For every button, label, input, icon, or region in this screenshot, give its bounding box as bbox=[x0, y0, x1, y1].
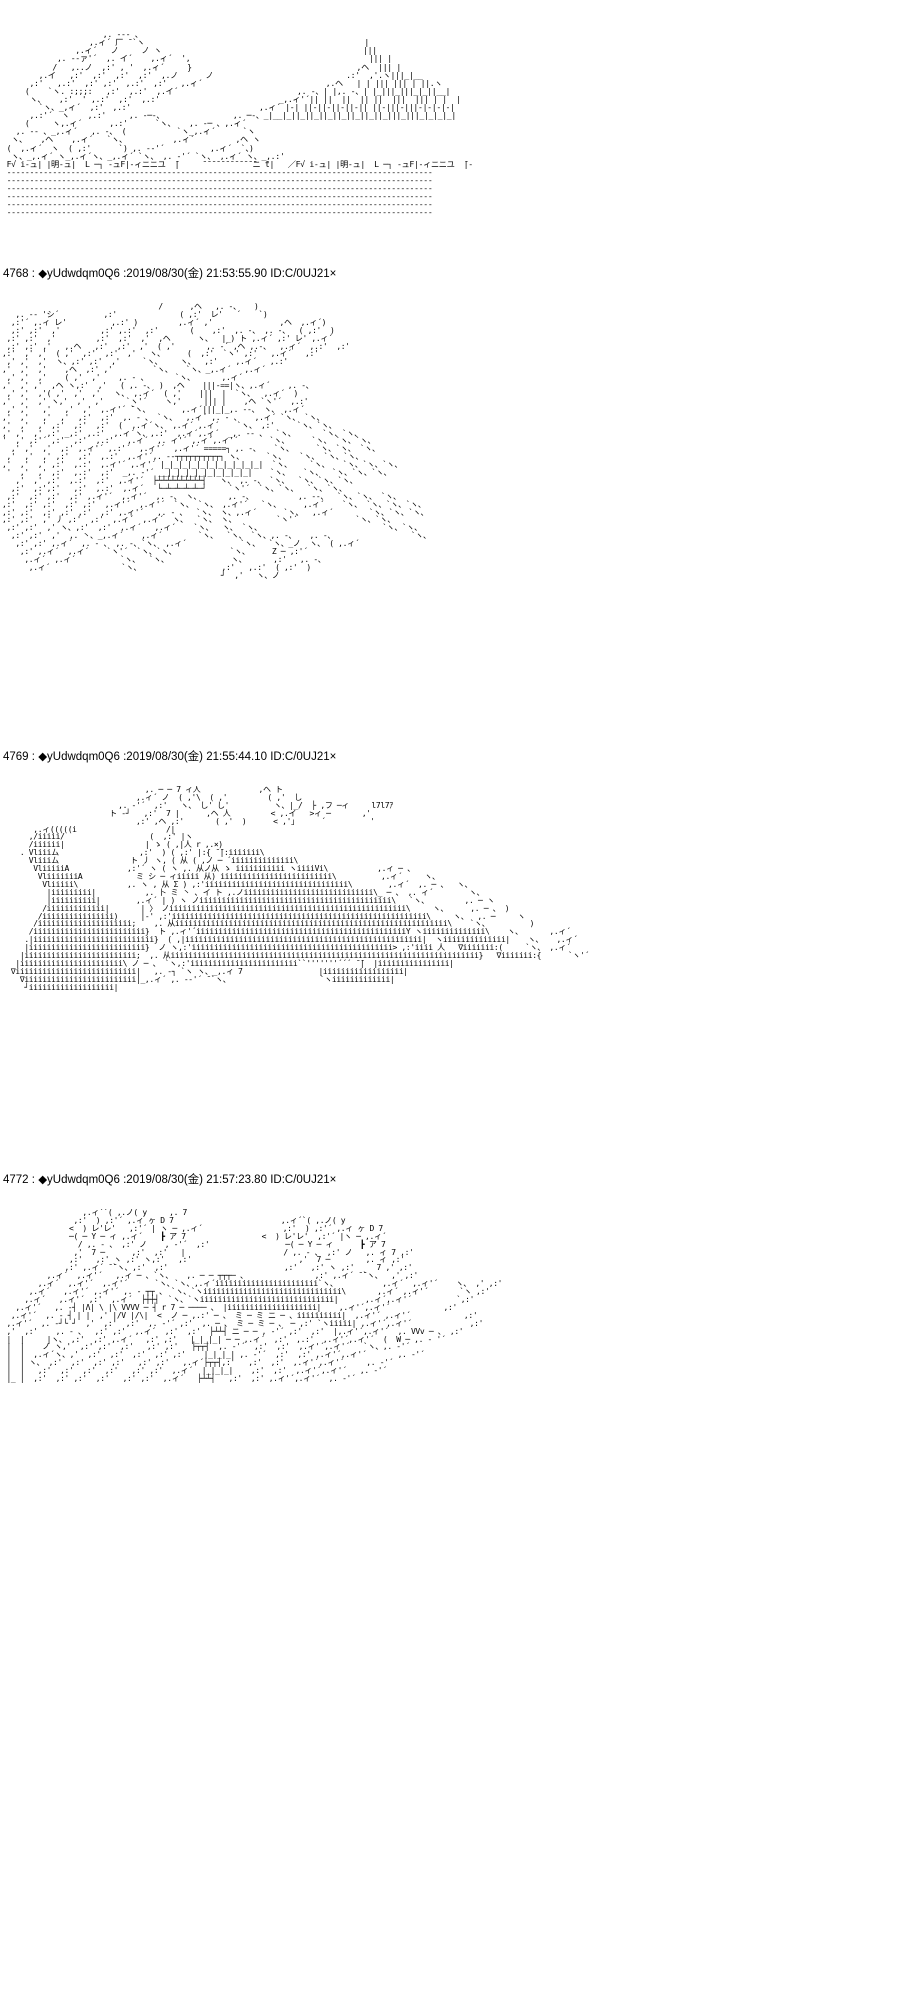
art-region-castle-clouds: ,. -‐- 、 ,.ィ´ 厂 ̄ `ヽ | ,.ィ´ ノ ノ ヽ bbox=[0, 0, 910, 267]
post-number[interactable]: 4772 bbox=[3, 1174, 29, 1186]
post-author-tripcode[interactable]: ◆yUdwdqm0Q6 bbox=[38, 1174, 120, 1186]
post-time: 21:53:55.90 bbox=[206, 268, 267, 280]
post-block-4768: 4768 : ◆yUdwdqm0Q6 :2019/08/30(金) 21:53:… bbox=[0, 267, 910, 750]
art-region-battle-mecha: / ,ヘ ,. -、 ) ,. -‐ 'シ´ ,:' ( ,:' レ' ´ `)… bbox=[0, 283, 910, 750]
ascii-art-seated-figure-landscape-scene: ,. ─ ─ 7 ィ人 ,ヘ ト ,.ィ´ ノ ( ,'\ ( ,' ( ,' … bbox=[10, 786, 590, 992]
header-separator-2: : bbox=[119, 1174, 127, 1186]
ascii-art-twin-characters-scene: ,.ィ´`( ,.ノ( y ,. 7 ,:' ) ,:'´ ,.ィ ヶ D 7 … bbox=[6, 1209, 503, 1383]
header-separator-2: : bbox=[119, 751, 127, 763]
post-user-id-suffix: × bbox=[329, 1174, 337, 1186]
post-user-id: ID:C/0UJ21 bbox=[270, 1174, 330, 1186]
post-header-4769[interactable]: 4769 : ◆yUdwdqm0Q6 :2019/08/30(金) 21:55:… bbox=[0, 750, 910, 766]
post-header-4772[interactable]: 4772 : ◆yUdwdqm0Q6 :2019/08/30(金) 21:57:… bbox=[0, 1173, 910, 1189]
post-block-4772: 4772 : ◆yUdwdqm0Q6 :2019/08/30(金) 21:57:… bbox=[0, 1173, 910, 1561]
art-region-twin-characters: ,.ィ´`( ,.ノ( y ,. 7 ,:' ) ,:'´ ,.ィ ヶ D 7 … bbox=[0, 1189, 910, 1561]
post-number[interactable]: 4768 bbox=[3, 268, 29, 280]
post-author-tripcode[interactable]: ◆yUdwdqm0Q6 bbox=[38, 751, 120, 763]
post-number[interactable]: 4769 bbox=[3, 751, 29, 763]
post-block-0: ,. -‐- 、 ,.ィ´ 厂 ̄ `ヽ | ,.ィ´ ノ ノ ヽ bbox=[0, 0, 910, 267]
ascii-art-castle-clouds-scene: ,. -‐- 、 ,.ィ´ 厂 ̄ `ヽ | ,.ィ´ ノ ノ ヽ bbox=[6, 30, 474, 217]
post-user-id-suffix: × bbox=[329, 751, 337, 763]
post-author-tripcode[interactable]: ◆yUdwdqm0Q6 bbox=[38, 268, 120, 280]
header-separator-2: : bbox=[119, 268, 127, 280]
post-header-4768[interactable]: 4768 : ◆yUdwdqm0Q6 :2019/08/30(金) 21:53:… bbox=[0, 267, 910, 283]
post-time: 21:57:23.80 bbox=[206, 1174, 267, 1186]
post-user-id: ID:C/0UJ21 bbox=[270, 751, 330, 763]
header-separator-1: : bbox=[28, 1174, 39, 1186]
post-user-id: ID:C/0UJ21 bbox=[270, 268, 330, 280]
post-date: 2019/08/30(金) bbox=[126, 1174, 204, 1186]
post-date: 2019/08/30(金) bbox=[126, 268, 204, 280]
post-date: 2019/08/30(金) bbox=[126, 751, 204, 763]
header-separator-1: : bbox=[28, 751, 39, 763]
post-user-id-suffix: × bbox=[329, 268, 337, 280]
art-region-seated-figure-landscape: ,. ─ ─ 7 ィ人 ,ヘ ト ,.ィ´ ノ ( ,'\ ( ,' ( ,' … bbox=[0, 766, 910, 1173]
post-time: 21:55:44.10 bbox=[206, 751, 267, 763]
ascii-art-battle-mecha-scene: / ,ヘ ,. -、 ) ,. -‐ 'シ´ ,:' ( ,:' レ' ´ `)… bbox=[2, 303, 431, 580]
header-separator-1: : bbox=[28, 268, 39, 280]
post-block-4769: 4769 : ◆yUdwdqm0Q6 :2019/08/30(金) 21:55:… bbox=[0, 750, 910, 1173]
